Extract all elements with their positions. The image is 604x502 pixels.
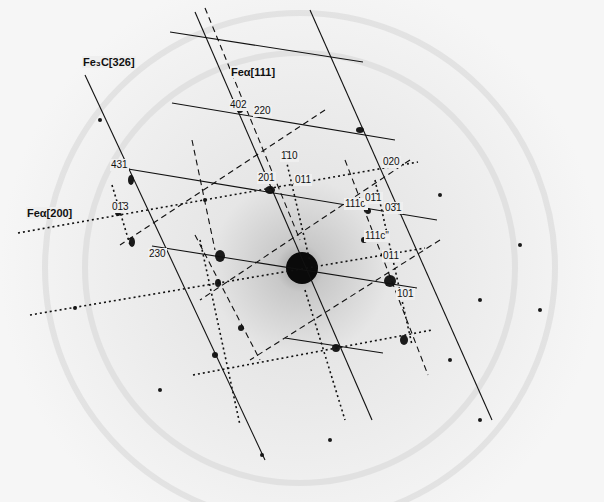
reflection-index: 011	[294, 174, 312, 186]
reflection-index: 01̄3	[111, 201, 130, 213]
reflection-index: 011	[382, 250, 400, 262]
reflection-index: 431	[110, 159, 129, 171]
zone-axis-label: Feα[200]	[26, 207, 73, 219]
zone-axis-label: Feα[111]	[230, 66, 276, 78]
reflection-index: 01̄1	[364, 192, 383, 204]
zone-axis-label: Fe₃C[326]	[82, 56, 136, 68]
reflection-index: 201	[257, 172, 276, 184]
reflection-index: 230	[148, 248, 167, 260]
reflection-index: 03̄1	[384, 202, 403, 214]
reflection-index: 020	[382, 156, 401, 168]
reflection-index: 111c''	[364, 230, 390, 242]
reflection-index: 1̄10	[280, 150, 299, 162]
reflection-index: 101	[396, 288, 415, 300]
reflection-index: 402	[229, 99, 248, 111]
reflection-index: 220	[253, 105, 272, 117]
